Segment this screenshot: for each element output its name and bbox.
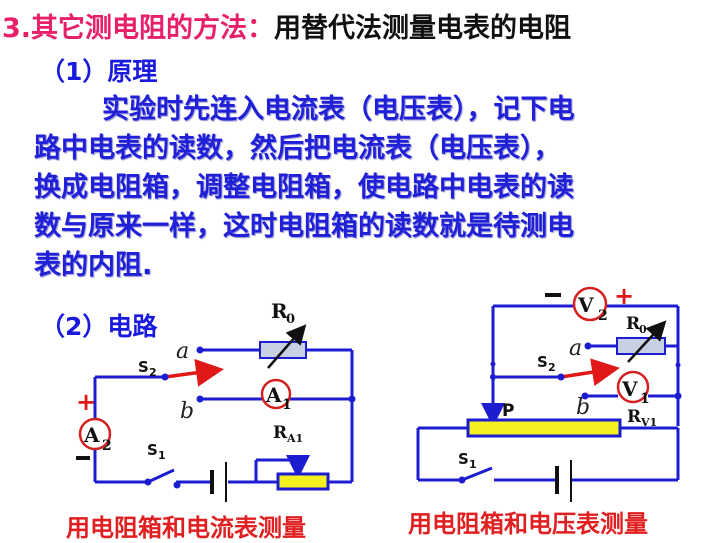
svg-text:1: 1 — [158, 449, 166, 462]
left-circuit-caption: 用电阻箱和电流表测量 — [66, 514, 306, 542]
left-wires — [93, 348, 354, 484]
page-title: 3.其它测电阻的方法：用替代法测量电表的电阻 — [2, 6, 571, 45]
svg-text:2: 2 — [548, 361, 556, 374]
minus-sign — [76, 456, 90, 460]
svg-text:0: 0 — [639, 323, 647, 336]
paragraph-line: 换成电阻箱，调整电阻箱，使电路中电表的读 — [34, 172, 574, 203]
a1-label: A — [265, 383, 282, 407]
a-terminal-label: a — [176, 339, 189, 364]
svg-text:1: 1 — [469, 458, 477, 471]
svg-text:A1: A1 — [286, 432, 303, 445]
svg-text:1: 1 — [640, 391, 650, 407]
rheostat-icon — [276, 472, 330, 491]
s2-label: S — [537, 353, 548, 371]
a2-label: A — [83, 423, 100, 447]
s1-label: S — [147, 441, 158, 459]
section-principle-heading: （1）原理 — [40, 57, 158, 86]
rheostat-icon — [466, 418, 622, 438]
r0-label: R — [271, 299, 288, 323]
s1-label: S — [458, 450, 469, 468]
svg-text:2: 2 — [102, 438, 112, 454]
left-terminals — [144, 346, 356, 489]
plus-sign: + — [76, 388, 96, 416]
ra1-label: R — [273, 423, 288, 443]
voltmeter-v1-icon — [616, 370, 650, 404]
p-label: P — [502, 401, 514, 421]
principle-paragraph: 实验时先连入电流表（电压表），记下电 路中电表的读数，然后把电流表（电压表）， … — [34, 90, 706, 285]
right-circuit-caption: 用电阻箱和电压表测量 — [408, 510, 648, 538]
paragraph-line: 表的内阻. — [34, 250, 153, 281]
variable-arrow-icon — [267, 324, 307, 369]
svg-text:1: 1 — [282, 397, 292, 413]
r0-label: R — [626, 314, 641, 334]
variable-arrow-icon — [627, 320, 667, 363]
svg-text:2: 2 — [598, 308, 608, 324]
paragraph-line: 路中电表的读数，然后把电流表（电压表）， — [34, 133, 561, 164]
paragraph-line: 数与原来一样，这时电阻箱的读数就是待测电 — [34, 211, 574, 242]
minus-sign — [545, 293, 561, 297]
s2-switch-arrow-icon — [164, 358, 224, 387]
title-prefix: 3.其它测电阻的方法： — [2, 13, 275, 44]
right-terminals — [458, 342, 682, 484]
v2-label: V — [577, 293, 594, 317]
voltmeter-v2-icon — [572, 286, 608, 322]
ammeter-a1-icon — [260, 378, 292, 410]
v1-label: V — [621, 377, 638, 401]
s2-switch-arrow-icon — [560, 358, 620, 387]
b-terminal-label: b — [576, 395, 590, 420]
paragraph-line: 实验时先连入电流表（电压表），记下电 — [102, 94, 575, 125]
plus-sign: + — [614, 282, 634, 310]
s2-label: S — [138, 358, 149, 376]
a-terminal-label: a — [569, 336, 582, 361]
rv1-label: R — [627, 407, 642, 427]
ammeter-a2-icon — [78, 417, 112, 451]
resistor-box-icon — [616, 337, 666, 355]
svg-text:0: 0 — [286, 312, 295, 327]
circuit-left: A 1 A 2 + R 0 a b S 2 S 1 R A1 — [76, 299, 356, 502]
svg-text:2: 2 — [149, 366, 157, 379]
title-main: 用替代法测量电表的电阻 — [274, 13, 572, 44]
circuit-right: V 1 V 2 + R 0 a b S 2 S 1 P R V1 — [416, 282, 682, 502]
b-terminal-label: b — [180, 399, 194, 424]
section-circuit-heading: （2）电路 — [40, 312, 158, 341]
svg-text:V1: V1 — [640, 416, 657, 429]
